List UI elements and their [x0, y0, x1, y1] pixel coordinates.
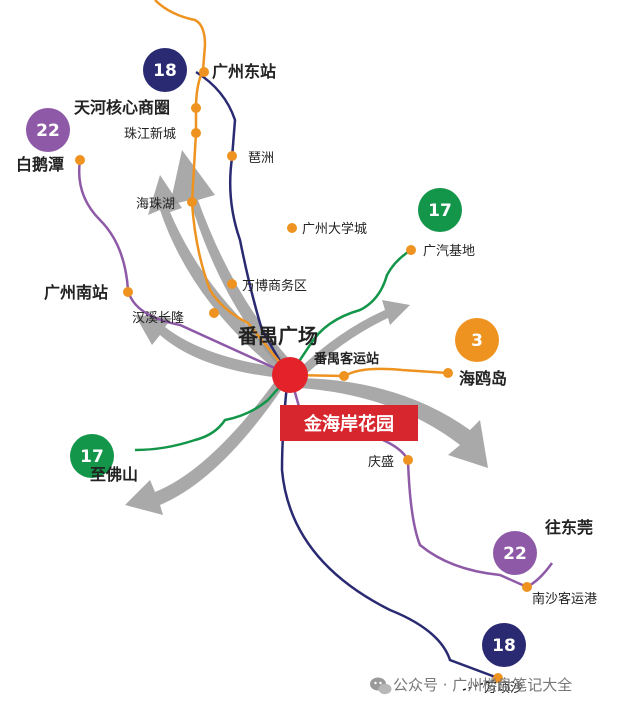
center-label: 番禺广场	[237, 324, 318, 348]
svg-text:18: 18	[492, 636, 516, 656]
station-dot-5	[287, 223, 297, 233]
watermark: 公众号 · 广州楼盘笔记大全	[370, 676, 572, 695]
station-label-hanxi: 汉溪长隆	[132, 311, 184, 326]
radial-arrow-5	[300, 378, 488, 468]
station-dot-15	[493, 673, 503, 683]
station-label-panyu-bus: 番禺客运站	[313, 351, 379, 367]
station-label-tianhe: 天河核心商圈	[74, 98, 170, 117]
line-badges: 18 22 17 3 17 22 18	[26, 48, 537, 667]
station-label-foshan: 至佛山	[90, 465, 138, 484]
line-badge-6: 18	[482, 623, 526, 667]
line-17-path	[134, 248, 412, 452]
station-dot-14	[522, 582, 532, 592]
station-label-qingsheng: 庆盛	[368, 455, 394, 470]
svg-text:公众号 · 广州楼盘笔记大全: 公众号 · 广州楼盘笔记大全	[393, 676, 572, 694]
station-dot-8	[227, 279, 237, 289]
station-dot-9	[123, 287, 133, 297]
station-label-guangzhou-east: 广州东站	[212, 62, 276, 81]
station-dot-12	[443, 368, 453, 378]
station-label-zhujiang: 珠江新城	[124, 126, 176, 142]
station-label-dongguan: 往东莞	[545, 518, 593, 537]
line-badge-0: 18	[143, 48, 187, 92]
station-label-gac: 广汽基地	[423, 244, 475, 259]
radial-arrow-0	[170, 150, 290, 368]
station-label-nansha-port: 南沙客运港	[532, 591, 597, 607]
station-label-baietan: 白鹅潭	[16, 155, 64, 174]
line-badge-3: 3	[455, 318, 499, 362]
svg-text:22: 22	[36, 121, 60, 141]
station-label-haiou: 海鸥岛	[459, 369, 507, 388]
svg-text:18: 18	[153, 61, 177, 81]
station-dot-1	[191, 103, 201, 113]
station-dot-7	[406, 245, 416, 255]
station-label-wanqingsha: 万顷沙	[484, 681, 523, 696]
svg-text:22: 22	[503, 544, 527, 564]
station-label-university: 广州大学城	[302, 221, 367, 237]
svg-text:17: 17	[80, 447, 104, 467]
station-label-wanbo: 万博商务区	[242, 278, 307, 294]
line-badge-4: 17	[70, 434, 114, 478]
radial-arrow-2	[135, 315, 284, 378]
station-dot-3	[227, 151, 237, 161]
station-dots	[75, 67, 532, 683]
station-dot-13	[403, 455, 413, 465]
station-label-haizhuhu: 海珠湖	[136, 197, 175, 212]
station-dot-6	[75, 155, 85, 165]
station-dot-11	[339, 371, 349, 381]
line-badge-5: 22	[493, 531, 537, 575]
project-box	[280, 405, 418, 441]
radial-arrow-4	[300, 300, 410, 378]
svg-text:3: 3	[471, 331, 483, 351]
station-dot-0	[199, 67, 209, 77]
wechat-icon	[370, 677, 392, 695]
station-dot-10	[209, 308, 219, 318]
line-badge-2: 17	[418, 188, 462, 232]
station-dot-4	[187, 197, 197, 207]
radial-arrow-3	[125, 380, 284, 515]
station-label-pazhou: 琶洲	[248, 151, 274, 166]
svg-text:17: 17	[428, 201, 452, 221]
station-label-guangzhou-south: 广州南站	[44, 283, 108, 302]
project-label: 金海岸花园	[303, 413, 394, 435]
station-dot-2	[191, 128, 201, 138]
line-badge-1: 22	[26, 108, 70, 152]
center-station-marker	[272, 357, 308, 393]
